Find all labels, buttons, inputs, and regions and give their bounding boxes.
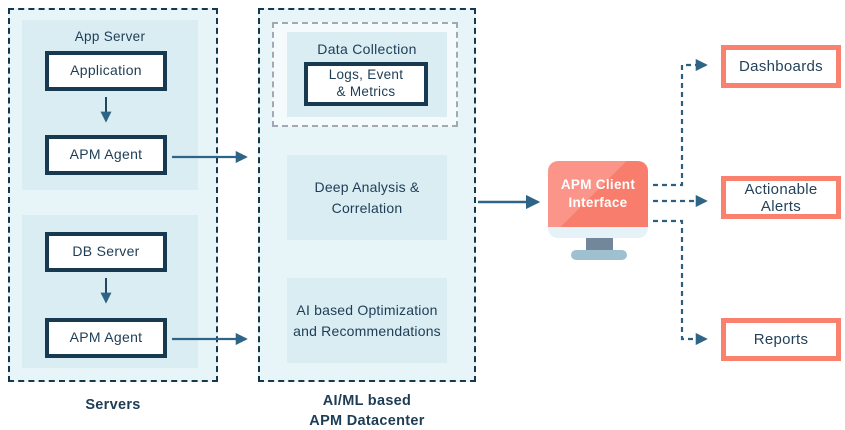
dashboards-label: Dashboards: [739, 58, 823, 75]
reports-label: Reports: [753, 331, 809, 348]
monitor-base: [571, 250, 627, 260]
db-server-box-label: DB Server: [72, 243, 140, 260]
data-collection-title: Data Collection: [317, 41, 417, 57]
dashed-arrow-client-to-dashboards: [653, 58, 708, 187]
application-box-label: Application: [70, 62, 142, 79]
logs-event-metrics-box: Logs, Event & Metrics: [304, 62, 428, 106]
apm-client-monitor-icon: APM Client Interface: [548, 161, 650, 261]
monitor-bezel: [548, 227, 648, 238]
deep-analysis-box: Deep Analysis & Correlation: [287, 155, 447, 240]
datacenter-section-label: AI/ML based APM Datacenter: [309, 393, 425, 429]
apm-client-interface-label: APM Client Interface: [560, 176, 636, 210]
actionable-alerts-label: Actionable Alerts: [744, 180, 818, 215]
apm-agent-box-app: APM Agent: [45, 135, 167, 175]
dashed-arrow-client-to-reports: [653, 219, 708, 346]
output-box-reports: Reports: [721, 318, 841, 361]
apm-agent-box-app-label: APM Agent: [69, 146, 143, 163]
deep-analysis-label: Deep Analysis & Correlation: [314, 179, 420, 216]
output-box-actionable-alerts: Actionable Alerts: [721, 176, 841, 219]
application-box: Application: [45, 51, 167, 91]
ai-optimization-box: AI based Optimization and Recommendation…: [287, 278, 447, 363]
logs-event-metrics-label: Logs, Event & Metrics: [328, 67, 404, 99]
output-box-dashboards: Dashboards: [721, 45, 841, 88]
apm-agent-box-db: APM Agent: [45, 318, 167, 358]
app-server-title: App Server: [74, 29, 146, 44]
servers-section-label: Servers: [85, 397, 141, 413]
monitor-stand: [586, 238, 613, 252]
apm-agent-box-db-label: APM Agent: [69, 329, 143, 346]
db-server-box: DB Server: [45, 232, 167, 272]
monitor-screen: APM Client Interface: [548, 161, 648, 227]
ai-optimization-label: AI based Optimization and Recommendation…: [293, 302, 441, 339]
